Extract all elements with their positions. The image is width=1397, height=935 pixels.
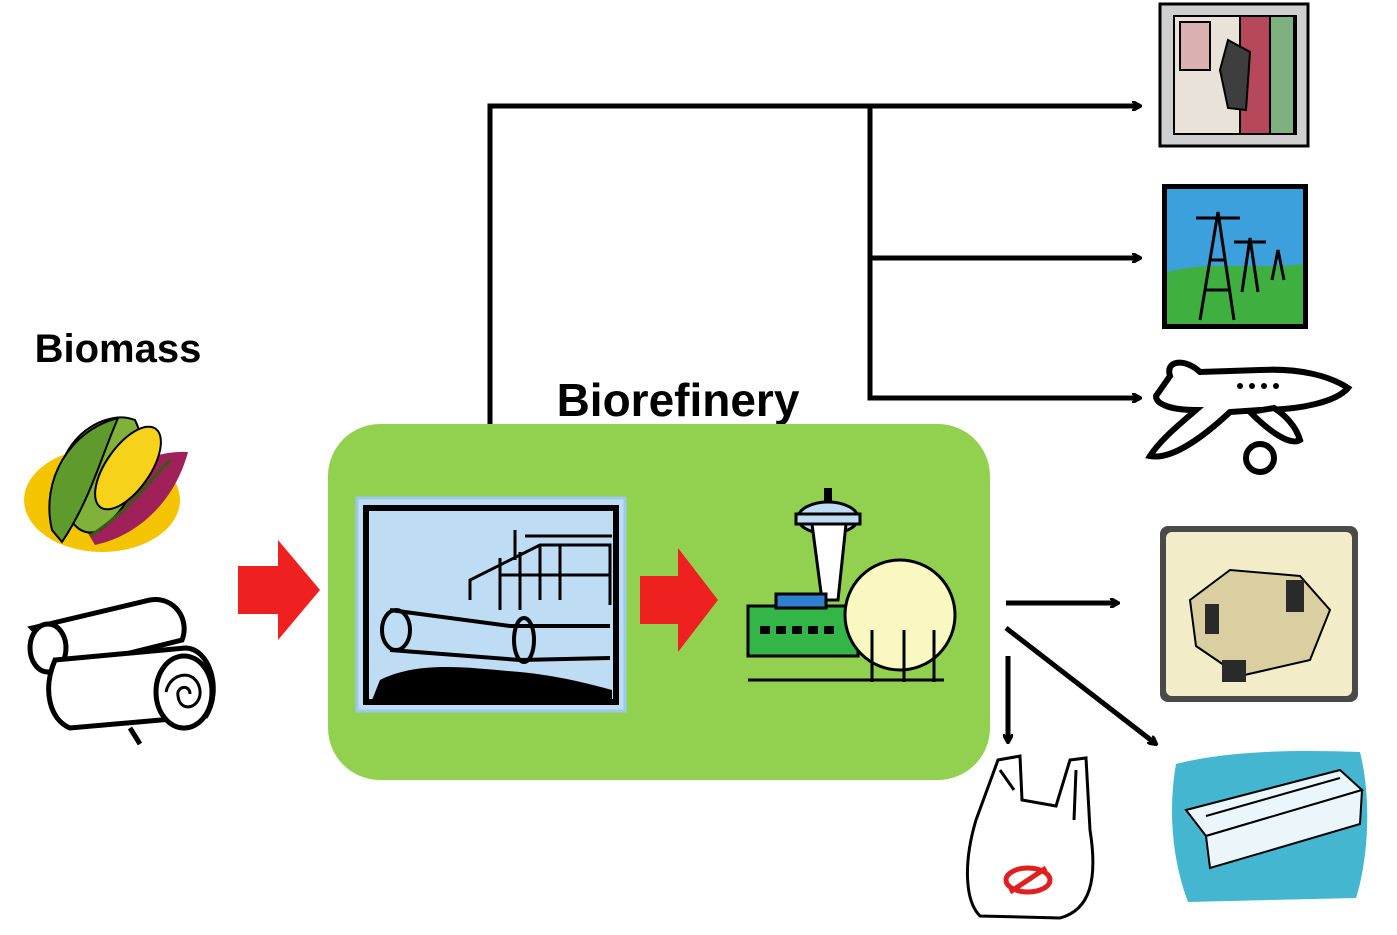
plastic-wrap-icon [1172,751,1368,902]
biomass-label: Biomass [35,327,202,371]
plastic-bag-icon [965,754,1095,920]
textiles-icon [1160,526,1358,702]
chemical-plant-icon [746,488,957,682]
airplane-icon [1145,359,1353,475]
power-lines-icon [1162,184,1308,329]
input-arrow [238,540,320,640]
materials-connectors [1006,603,1156,744]
fuel-pump-icon [1158,2,1310,148]
logs-icon [27,597,216,746]
process-arrow [640,548,718,652]
fuel-energy-connectors [487,106,1140,424]
corn-cob-icon [24,416,188,552]
biorefinery-label: Biorefinery [557,374,800,426]
pipeline-factory-icon [355,496,627,713]
